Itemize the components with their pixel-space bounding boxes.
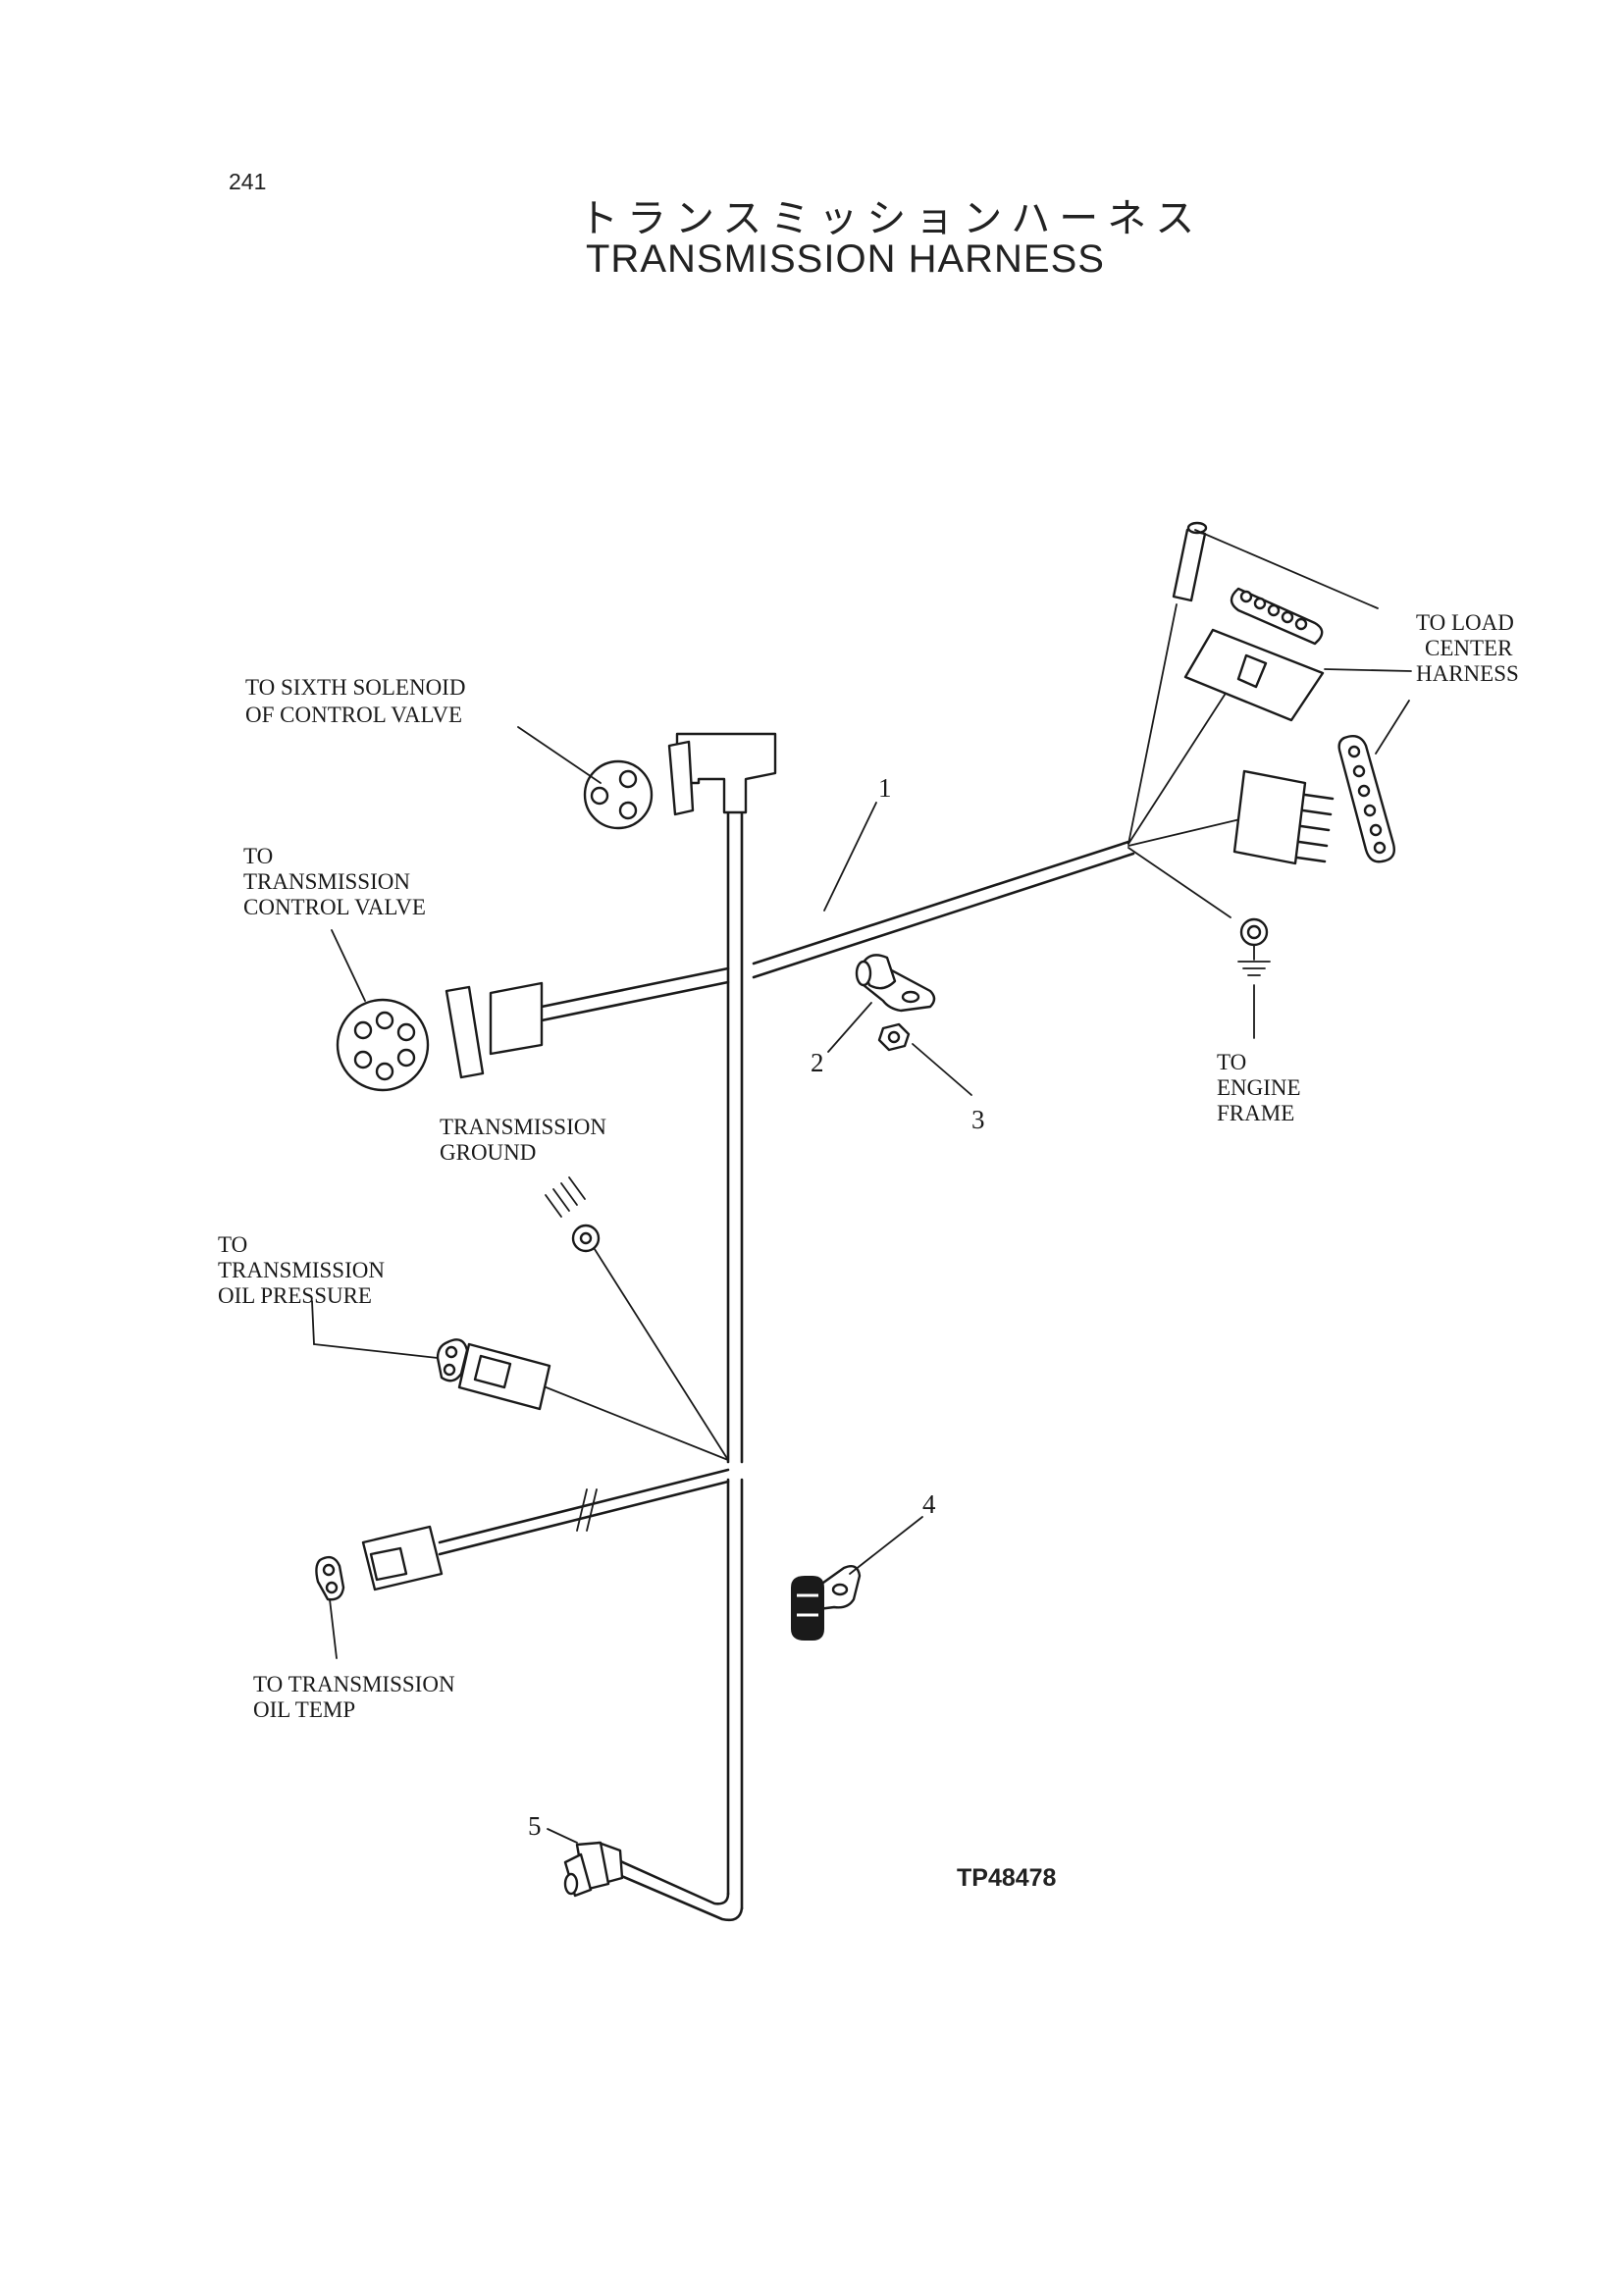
callout-4: 4 <box>922 1489 936 1519</box>
lower-branches <box>438 1245 730 1556</box>
callout-5: 5 <box>528 1811 542 1841</box>
label-line: TO <box>243 844 273 868</box>
label-line: TO <box>1217 1050 1246 1074</box>
label-control-valve: TO TRANSMISSION CONTROL VALVE <box>243 844 426 919</box>
engine-frame-ring-terminal <box>1237 917 1271 1039</box>
label-oil-temp: TO TRANSMISSION OIL TEMP <box>253 1672 455 1722</box>
label-line: ENGINE <box>1217 1075 1301 1100</box>
callout-3: 3 <box>971 1105 985 1134</box>
label-line: TRANSMISSION <box>243 869 410 894</box>
sixth-solenoid-connector <box>583 732 777 830</box>
label-line: OIL TEMP <box>253 1697 355 1722</box>
oil-pressure-connector <box>436 1338 551 1411</box>
part-5-connector <box>563 1841 624 1898</box>
oil-temp-connector <box>315 1525 444 1601</box>
label-line: OIL PRESSURE <box>218 1283 372 1308</box>
callout-numbers: 1 2 3 4 5 <box>528 773 985 1841</box>
callout-1: 1 <box>878 773 892 803</box>
label-line: TRANSMISSION <box>218 1258 385 1282</box>
label-engine-frame: TO ENGINE FRAME <box>1217 1050 1301 1125</box>
part-2-clamp <box>855 954 936 1013</box>
label-oil-pressure: TO TRANSMISSION OIL PRESSURE <box>218 1232 385 1308</box>
label-line: TO TRANSMISSION <box>253 1672 455 1696</box>
harness-trunk <box>540 810 1135 1922</box>
label-line: CONTROL VALVE <box>243 895 426 919</box>
callout-2: 2 <box>811 1048 824 1077</box>
label-line: TO LOAD <box>1416 610 1514 635</box>
label-line: HARNESS <box>1416 661 1519 686</box>
title-english: TRANSMISSION HARNESS <box>586 237 1105 281</box>
title-japanese: トランスミッションハーネス <box>579 196 1204 241</box>
transmission-ground-terminal <box>545 1176 601 1253</box>
label-line: OF CONTROL VALVE <box>245 703 462 727</box>
label-line: GROUND <box>440 1140 536 1165</box>
figure-id: TP48478 <box>957 1864 1057 1892</box>
label-transmission-ground: TRANSMISSION GROUND <box>440 1115 606 1165</box>
label-load-center: TO LOAD CENTER HARNESS <box>1416 610 1519 686</box>
page-number: 241 <box>229 169 267 194</box>
label-line: FRAME <box>1217 1101 1294 1125</box>
label-line: TRANSMISSION <box>440 1115 606 1139</box>
label-sixth-solenoid: TO SIXTH SOLENOID OF CONTROL VALVE <box>245 675 465 727</box>
load-center-connectors <box>1172 521 1395 865</box>
control-valve-connector <box>336 981 544 1092</box>
leader-lines <box>311 529 1412 1844</box>
part-4-clamp <box>791 1565 862 1641</box>
label-line: TO SIXTH SOLENOID <box>245 675 465 700</box>
label-line: TO <box>218 1232 247 1257</box>
part-3-nut <box>877 1022 911 1052</box>
label-line: CENTER <box>1425 636 1513 660</box>
load-center-branches <box>1127 603 1245 918</box>
